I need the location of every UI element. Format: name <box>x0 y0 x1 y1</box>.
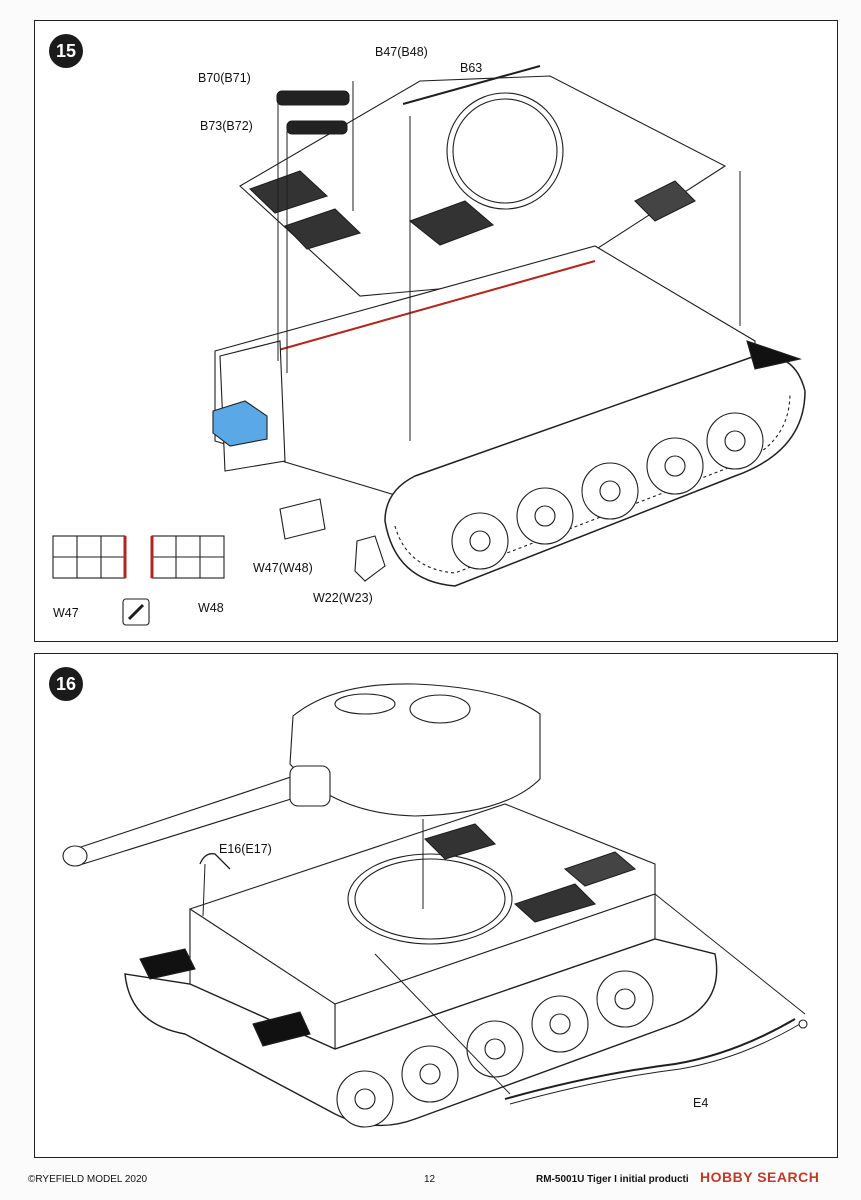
label-w48: W48 <box>198 601 224 615</box>
footer-copyright: ©RYEFIELD MODEL 2020 <box>28 1174 148 1185</box>
step-16-illustration <box>62 683 808 1128</box>
label-b73: B73(B72) <box>200 119 253 133</box>
step-number-15: 15 <box>49 34 83 68</box>
label-w47-w48: W47(W48) <box>253 561 313 575</box>
turret <box>289 683 541 817</box>
label-b47: B47(B48) <box>375 45 428 59</box>
label-e16: E16(E17) <box>219 842 272 856</box>
track <box>124 938 718 1127</box>
label-e4: E4 <box>693 1096 709 1110</box>
gun-barrel <box>74 773 308 865</box>
label-b63: B63 <box>460 61 483 75</box>
footer-product: RM-5001U Tiger I initial production earl… <box>536 1174 688 1185</box>
label-b70: B70(B71) <box>198 71 251 85</box>
watermark-logo: HOBBY SEARCH <box>700 1169 820 1185</box>
step-16-panel: 16 <box>34 653 838 1158</box>
label-w22: W22(W23) <box>313 591 373 605</box>
label-w47: W47 <box>53 606 79 620</box>
step-15-illustration <box>52 65 806 626</box>
engine-deck-plate <box>239 75 727 297</box>
footer-page-number: 12 <box>424 1174 436 1185</box>
step-number-16: 16 <box>49 667 83 701</box>
e4-cable <box>504 1018 796 1100</box>
step-15-panel: 15 <box>34 20 838 642</box>
blue-part <box>212 400 268 447</box>
